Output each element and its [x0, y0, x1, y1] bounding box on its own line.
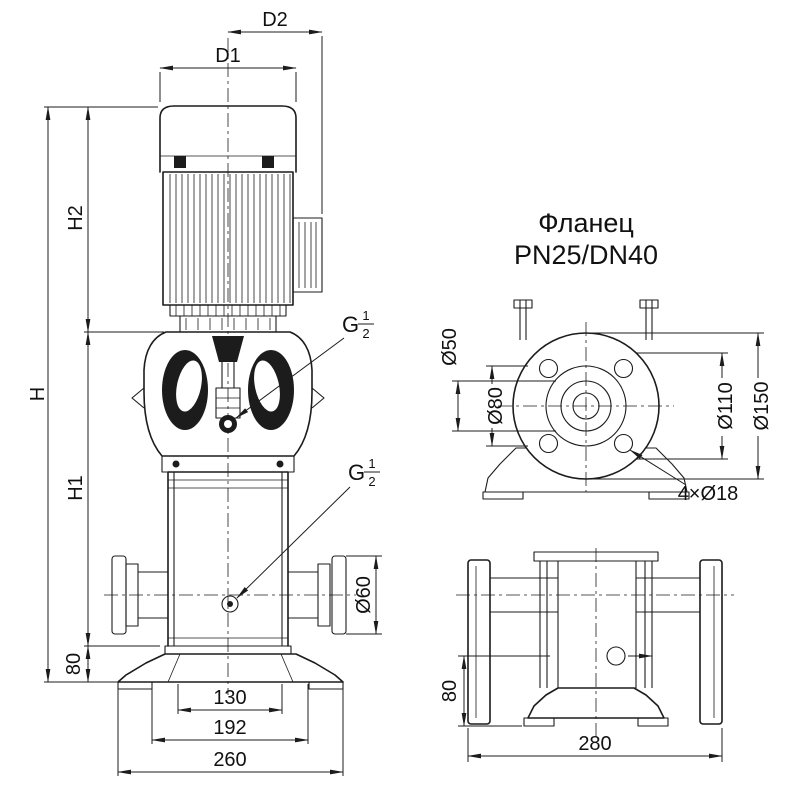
side-flange-right	[699, 559, 723, 725]
flange-title-line1: Фланец	[538, 208, 634, 238]
dim-port-diameter: Ø60	[346, 555, 382, 635]
discharge-port	[288, 555, 347, 635]
dim-label-d2: D2	[262, 9, 288, 31]
pump-front-view	[104, 38, 356, 695]
motor-fins	[169, 174, 291, 303]
base-view-pump-column	[533, 551, 659, 689]
drain-port	[221, 595, 239, 613]
dim-label-d1: D1	[215, 45, 241, 67]
dim-h2: H2	[65, 106, 164, 333]
pump-body	[167, 471, 289, 647]
dim-260: 260	[117, 684, 344, 776]
thread-num-top: 1	[362, 308, 369, 323]
motor-fan-cover	[159, 105, 297, 173]
dim-label-192: 192	[213, 717, 246, 739]
flange-view: Фланец PN25/DN40	[439, 208, 773, 505]
pump-base	[117, 645, 344, 690]
dim-label-base-height: 80	[63, 653, 85, 675]
dim-h1: H1	[65, 331, 160, 647]
dim-d1: D1	[159, 45, 297, 102]
drain-port-side	[606, 646, 626, 666]
flange-title-line2: PN25/DN40	[514, 240, 658, 270]
base-view-dimensions: 80 280	[439, 655, 723, 762]
dim-192: 192	[151, 684, 309, 744]
tie-rods	[513, 299, 659, 340]
bolt-hole	[613, 433, 634, 454]
thread-label-bottom: G	[348, 460, 365, 485]
dim-130: 130	[177, 684, 283, 714]
base-side-view: 80 280	[439, 548, 734, 762]
side-flange-left	[467, 559, 491, 725]
bolt-hole	[538, 358, 559, 379]
thread-num-bottom: 1	[368, 456, 375, 471]
thread-den-bottom: 2	[368, 474, 375, 489]
bolt-holes-label: 4×Ø18	[678, 483, 739, 505]
bolt-hole	[613, 358, 634, 379]
dim-base-height: 80	[63, 645, 91, 683]
dim-label-h2: H2	[65, 205, 87, 231]
dim-h: H	[27, 106, 158, 683]
flange-bracket	[482, 447, 690, 500]
dim-label-260: 260	[213, 749, 246, 771]
flange-face	[498, 322, 674, 492]
dim-label-overall-width: 280	[578, 733, 611, 755]
thread-label-top: G	[342, 312, 359, 337]
callout-thread-bottom: G 1 2	[236, 456, 380, 599]
pump-head	[131, 331, 325, 473]
thread-den-top: 2	[362, 326, 369, 341]
dim-d2: D2	[227, 9, 323, 214]
base-view-foot	[523, 687, 669, 727]
dim-label-bolt-circle: Ø110	[715, 382, 737, 429]
dim-label-raised-face: Ø80	[485, 387, 507, 425]
terminal-box	[292, 217, 323, 293]
dim-label-port-height: 80	[439, 680, 461, 702]
dim-label-port-diameter: Ø60	[353, 576, 375, 614]
dim-label-outer: Ø150	[751, 382, 773, 431]
front-view-dimensions: D2 D1 H H2 H1 80	[27, 9, 382, 776]
dim-label-130: 130	[213, 687, 246, 709]
pipe-right	[636, 577, 700, 613]
dim-label-h: H	[27, 387, 49, 401]
dim-label-bore: Ø50	[439, 328, 461, 366]
callout-thread-top: G 1 2	[235, 308, 374, 419]
flange-dimensions: Ø50 Ø80 Ø110 Ø150 4×Ø18	[439, 328, 773, 505]
bolt-hole	[538, 433, 559, 454]
dim-label-h1: H1	[65, 475, 87, 501]
suction-port	[111, 555, 168, 635]
flange-centerlines	[498, 322, 674, 492]
